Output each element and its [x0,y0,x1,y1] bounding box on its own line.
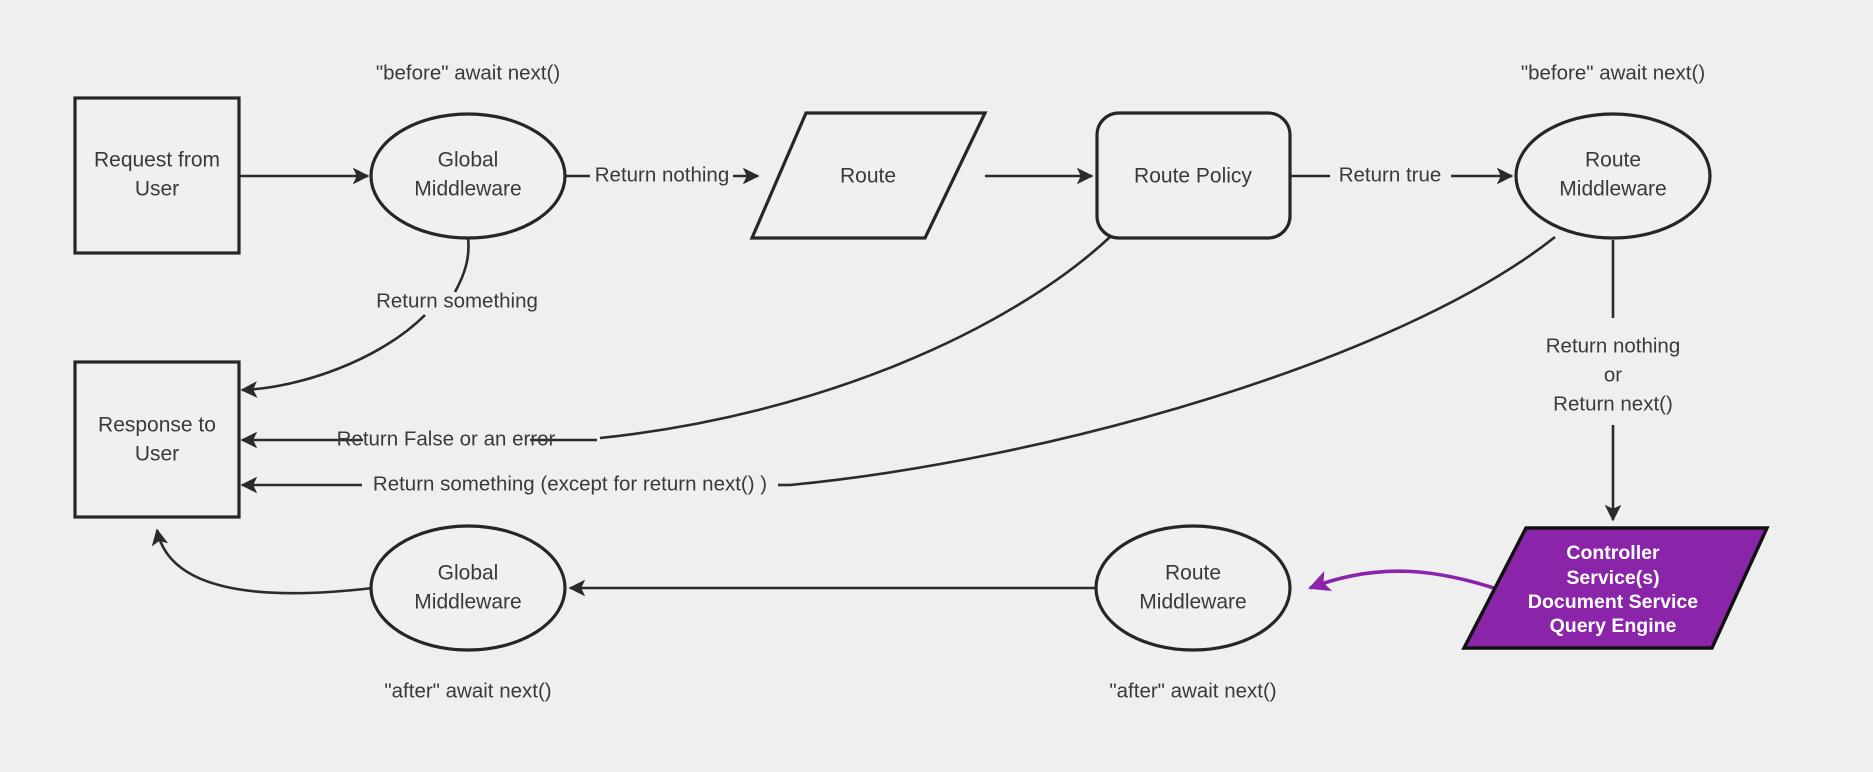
route-label: Route [840,165,896,188]
global-middleware-bottom-shape [369,524,567,652]
controller-services-label-line4: Query Engine [1550,615,1677,637]
edge-route-policy-to-response-curve [599,236,1111,440]
edge-label-return-nothing: Return nothing [595,163,729,186]
node-request-from-user[interactable]: Request from User [73,96,241,255]
edge-route-mw-to-response-curve [789,235,1556,487]
node-response-to-user[interactable]: Response to User [73,360,241,519]
node-route[interactable]: Route [749,111,988,240]
global-middleware-top-label-line2: Middleware [414,178,521,201]
route-policy-label: Route Policy [1134,165,1252,188]
controller-services-label-line3: Document Service [1528,591,1698,613]
edge-label-return-nothing-or-next-line3: Return next() [1553,392,1673,415]
annotation-before-await-next-route: "before" await next() [1521,61,1705,84]
request-from-user-label-line1: Request from [94,149,220,172]
route-middleware-top-label-line1: Route [1585,149,1641,172]
edge-label-return-nothing-or-next-line2: or [1604,363,1622,386]
controller-services-label-line1: Controller [1566,542,1660,564]
global-middleware-top-shape [369,112,567,240]
route-shape [749,111,988,240]
annotation-after-await-next-route: "after" await next() [1109,679,1276,702]
route-middleware-bottom-label-line2: Middleware [1139,591,1246,614]
node-global-middleware-bottom[interactable]: Global Middleware [369,524,567,652]
response-to-user-label-line1: Response to [98,414,216,437]
response-to-user-label-line2: User [135,443,179,466]
global-middleware-bottom-label-line1: Global [438,562,499,585]
response-to-user-shape [73,360,241,519]
route-policy-shape [1095,111,1292,240]
edge-global-mw-bottom-to-response [151,528,374,595]
edge-label-return-false-or-error: Return False or an error [337,427,556,450]
route-middleware-top-label-line2: Middleware [1559,178,1666,201]
node-route-middleware-bottom[interactable]: Route Middleware [1094,524,1292,652]
route-middleware-bottom-shape [1094,524,1292,652]
node-controller-services[interactable]: Controller Service(s) Document Service Q… [1461,526,1770,650]
edge-label-return-something: Return something [376,289,538,312]
node-route-middleware-top[interactable]: Route Middleware [1514,112,1712,240]
edge-label-return-nothing-or-next-line1: Return nothing [1546,334,1680,357]
request-from-user-shape [73,96,241,255]
request-from-user-label-line2: User [135,178,179,201]
route-middleware-bottom-label-line1: Route [1165,562,1221,585]
global-middleware-top-label-line1: Global [438,149,499,172]
edge-controller-to-route-mw-bottom [1308,569,1501,592]
annotation-before-await-next-global: "before" await next() [376,61,560,84]
node-global-middleware-top[interactable]: Global Middleware [369,112,567,240]
node-route-policy[interactable]: Route Policy [1095,111,1292,240]
annotation-after-await-next-global: "after" await next() [384,679,551,702]
edge-label-return-something-except: Return something (except for return next… [373,472,767,495]
controller-services-label-line2: Service(s) [1566,567,1659,589]
edge-global-mw-return-something-lower [240,314,426,398]
edge-global-mw-return-something-upper [453,236,470,293]
route-middleware-top-shape [1514,112,1712,240]
global-middleware-bottom-label-line2: Middleware [414,591,521,614]
edge-label-return-true: Return true [1339,163,1442,186]
controller-services-shape [1461,526,1770,650]
